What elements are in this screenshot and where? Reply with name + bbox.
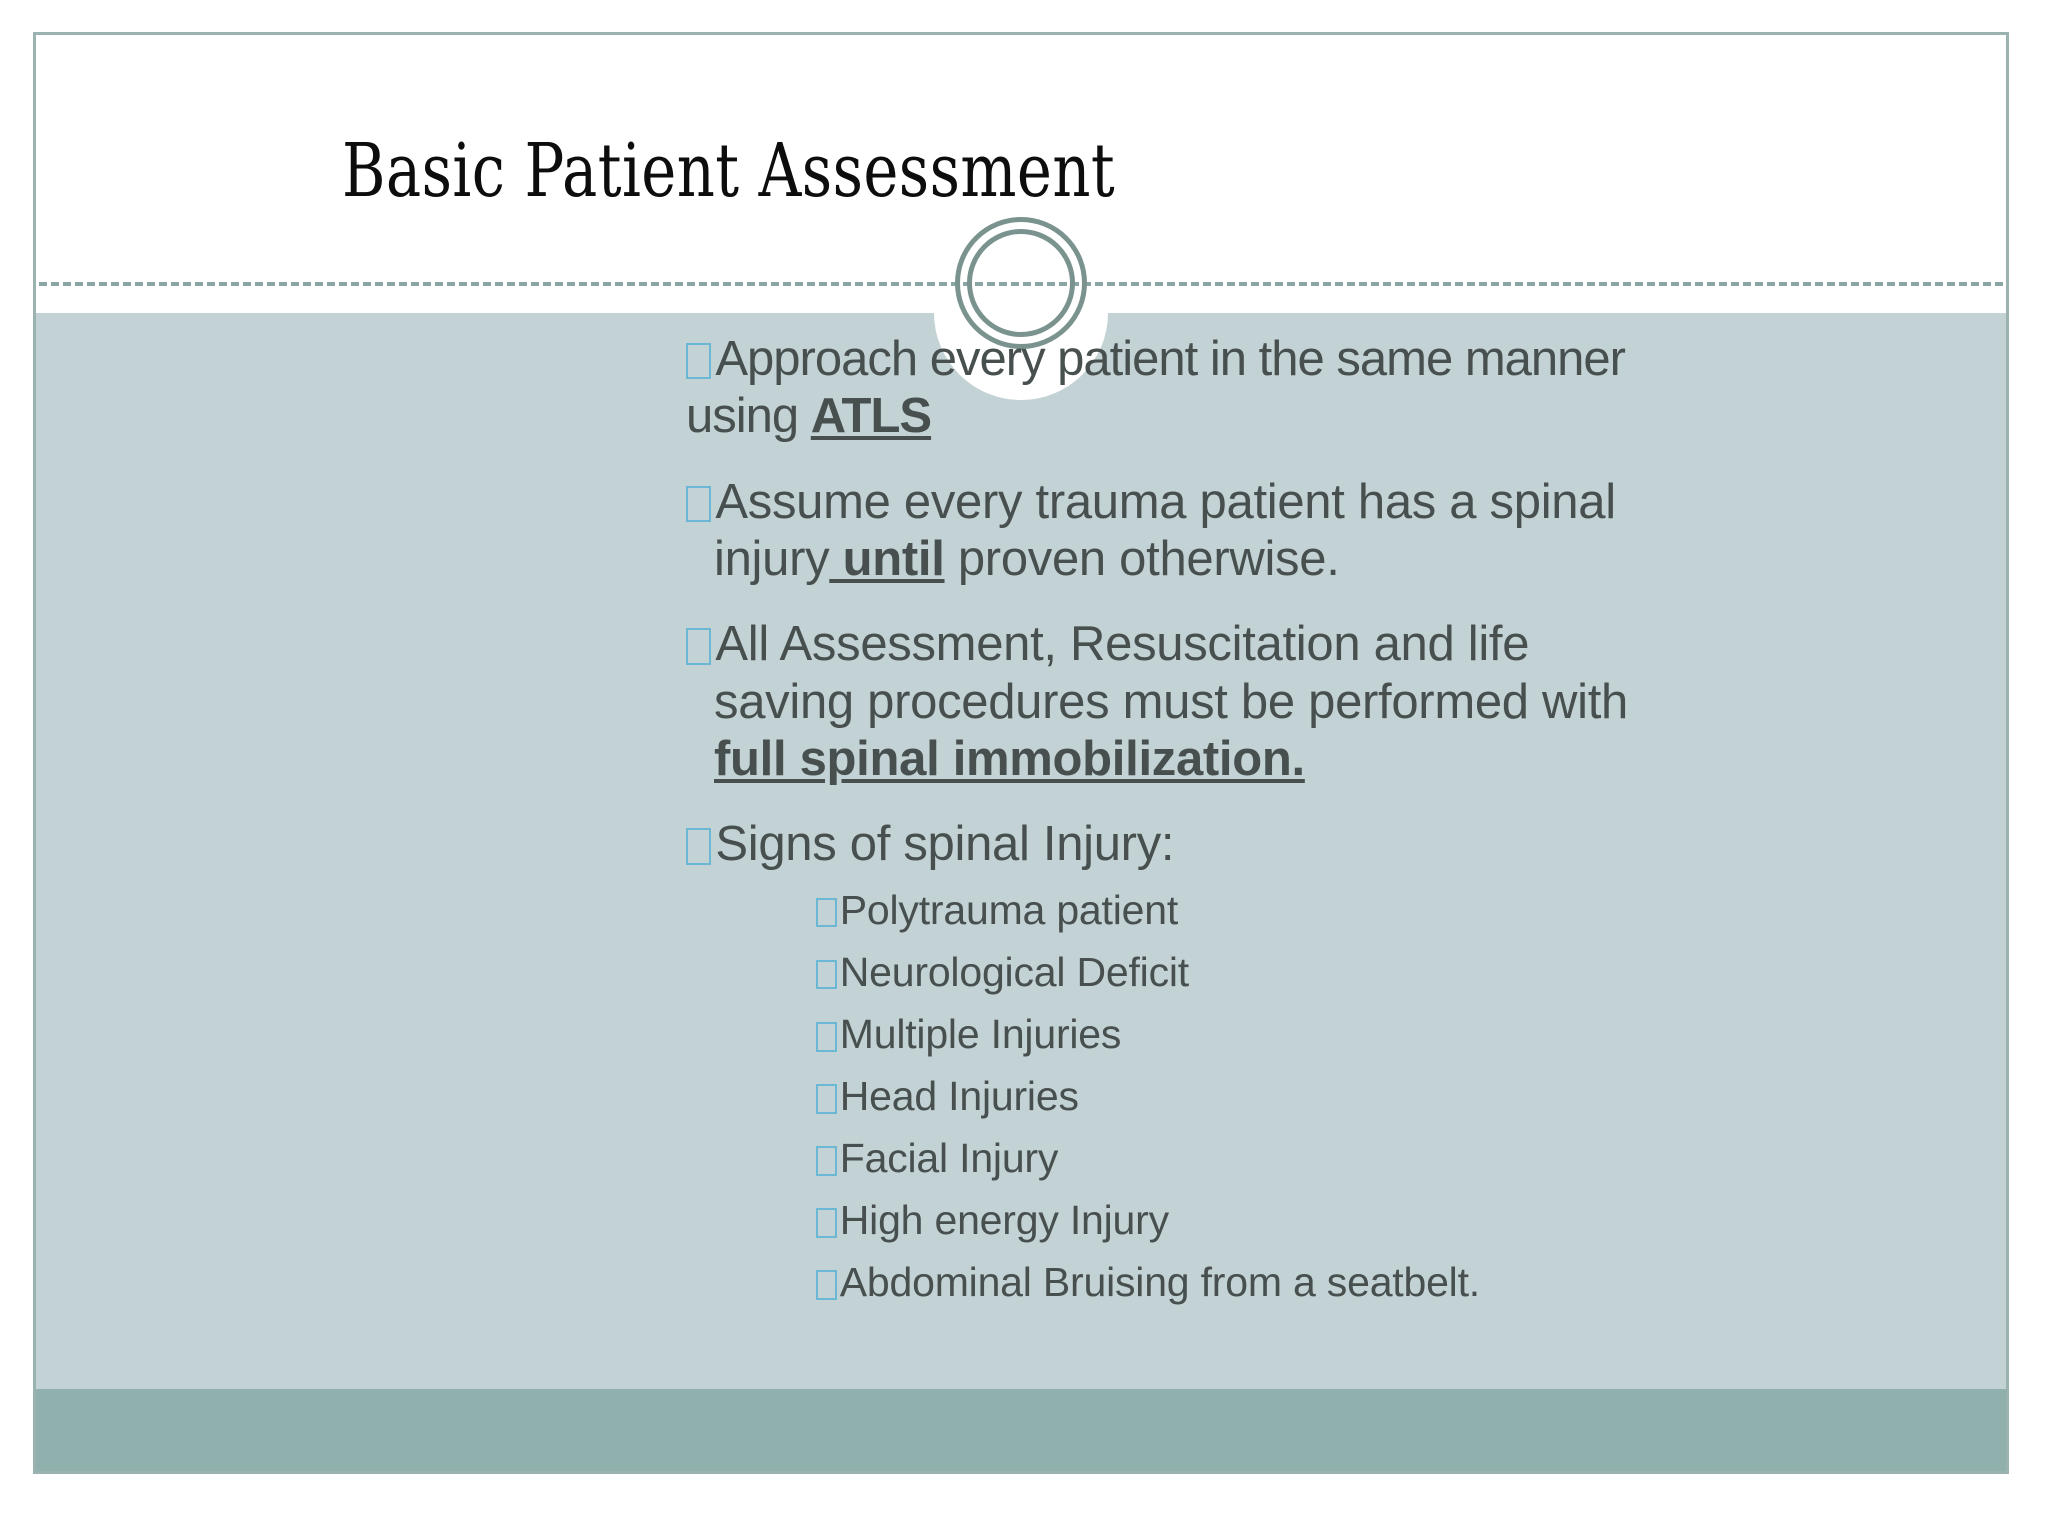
bullet-item: All Assessment, Resuscitation and life s… (686, 616, 1956, 788)
bullet-text-line2-suffix: proven otherwise. (944, 531, 1340, 586)
bullet-box-icon (816, 959, 837, 990)
sub-bullet-text: Abdominal Bruising from a seatbelt. (839, 1259, 1480, 1306)
ring-outer-icon (955, 217, 1087, 349)
sub-bullet-item: High energy Injury (816, 1198, 1956, 1243)
bullet-text-line1: Assume every trauma patient has a spinal (715, 474, 1616, 529)
bullet-text-line2: saving procedures must be performed with (714, 674, 1628, 729)
slide: Basic Patient Assessment Approach every … (33, 32, 2009, 1474)
bullet-box-icon (686, 485, 712, 523)
bullet-text-line2-prefix: injury (714, 531, 830, 586)
bullet-text-line1: All Assessment, Resuscitation and life (715, 617, 1530, 672)
bullet-box-icon (816, 1021, 837, 1052)
bullet-box-icon (686, 343, 712, 380)
double-ring-decoration-icon (955, 217, 1087, 349)
slide-body-panel (36, 313, 2006, 1395)
sub-bullet-item: Neurological Deficit (816, 948, 1956, 995)
sub-bullet-text: Polytrauma patient (839, 886, 1179, 933)
bullet-text-line1: Signs of spinal Injury: (715, 817, 1175, 872)
sub-bullet-text: Multiple Injuries (839, 1010, 1122, 1057)
bullet-item: Assume every trauma patient has a spinal… (686, 474, 1956, 589)
slide-footer-strip (36, 1389, 2006, 1471)
ring-inner-icon (967, 229, 1075, 337)
sub-bullet-text: Facial Injury (839, 1135, 1059, 1181)
bullet-box-icon (816, 1208, 837, 1238)
page-title: Basic Patient Assessment (342, 128, 1116, 214)
bullet-text-line2-prefix: using (686, 389, 811, 444)
sub-bullet-item: Polytrauma patient (816, 886, 1956, 933)
sub-bullet-text: Head Injuries (839, 1072, 1079, 1119)
bullet-text-emphasis-atls: ATLS (810, 389, 932, 444)
bullet-text-emphasis-immobilization: full spinal immobilization. (714, 731, 1305, 786)
sub-bullet-item: Head Injuries (816, 1072, 1956, 1119)
bullet-box-icon (816, 1084, 837, 1114)
bullet-box-icon (816, 897, 837, 928)
sub-bullet-text: High energy Injury (839, 1197, 1169, 1244)
bullet-item: Signs of spinal Injury: (686, 816, 1956, 873)
slide-content: Approach every patient in the same manne… (686, 331, 1956, 1322)
sub-bullet-item: Abdominal Bruising from a seatbelt. (816, 1260, 1956, 1305)
bullet-text-emphasis-until: until (829, 531, 945, 586)
bullet-item: Approach every patient in the same manne… (686, 331, 1956, 446)
sub-bullet-item: Multiple Injuries (816, 1010, 1956, 1057)
sub-bullet-item: Facial Injury (816, 1135, 1956, 1181)
bullet-text-line1: Approach every patient in the same manne… (715, 332, 1626, 386)
bullet-box-icon (686, 628, 712, 665)
bullet-box-icon (686, 828, 712, 865)
bullet-box-icon (816, 1146, 837, 1176)
sub-bullet-text: Neurological Deficit (839, 948, 1189, 995)
bullet-box-icon (816, 1270, 837, 1300)
